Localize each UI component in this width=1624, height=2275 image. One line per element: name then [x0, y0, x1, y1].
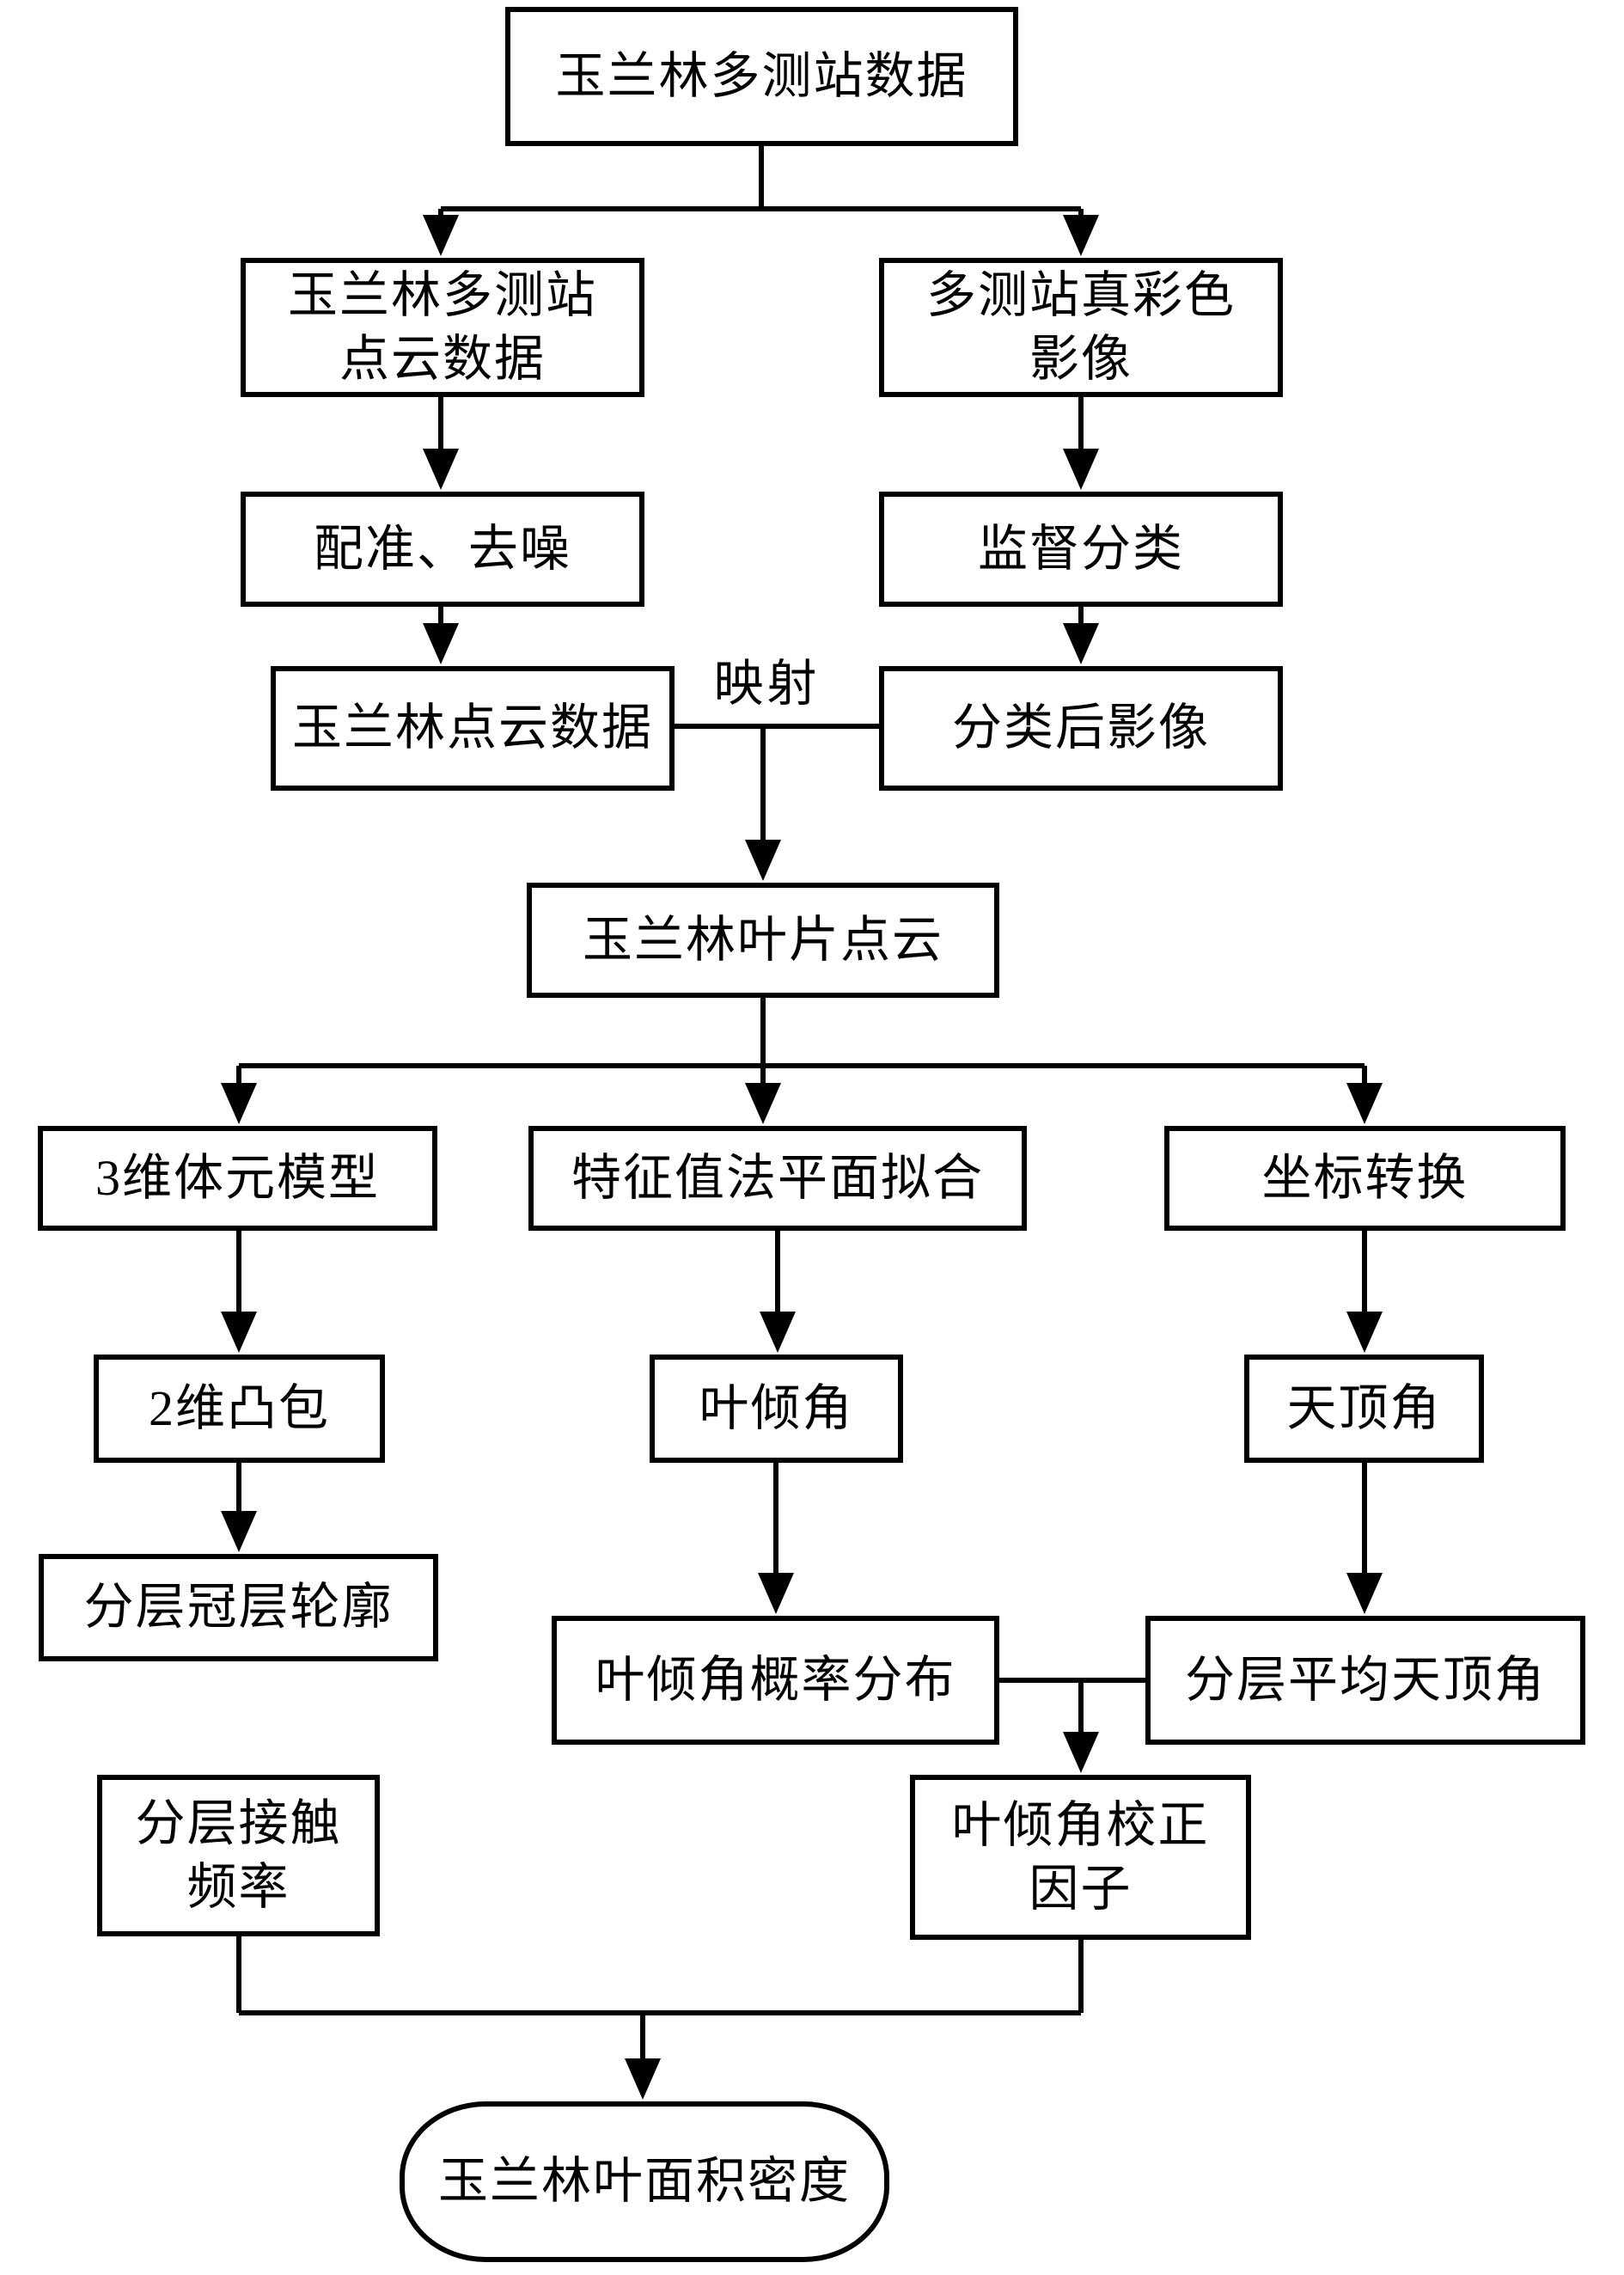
node-eigenvalue-plane-fitting: 特征值法平面拟合: [528, 1126, 1027, 1231]
arrowhead-icon: [221, 1511, 257, 1552]
arrowhead-icon: [1063, 449, 1099, 490]
node-leaf-inclination-angle: 叶倾角: [650, 1355, 903, 1463]
node-2d-convex-hull: 2维凸包: [94, 1355, 385, 1463]
arrowhead-icon: [1346, 1312, 1383, 1353]
arrowhead-icon: [423, 215, 459, 256]
arrowhead-icon: [423, 449, 459, 490]
node-layered-contact-frequency: 分层接触 频率: [97, 1775, 380, 1936]
node-leaf-angle-correction-factor: 叶倾角校正 因子: [910, 1775, 1251, 1940]
arrowhead-icon: [760, 1312, 796, 1353]
node-coordinate-transformation: 坐标转换: [1164, 1126, 1566, 1231]
arrowhead-icon: [1063, 1732, 1099, 1773]
arrowhead-icon: [758, 1573, 794, 1614]
node-registration-denoising: 配准、去噪: [241, 492, 644, 607]
arrowhead-icon: [1346, 1083, 1383, 1124]
edge-label-mapping: 映射: [713, 656, 821, 712]
connector-lines: [236, 146, 1365, 2015]
node-layered-mean-zenith-angle: 分层平均天顶角: [1145, 1616, 1585, 1745]
node-multistation-pointcloud: 玉兰林多测站 点云数据: [241, 258, 644, 397]
arrowhead-icon: [745, 840, 781, 881]
arrowhead-icon: [1063, 215, 1099, 256]
node-supervised-classification: 监督分类: [879, 492, 1283, 607]
arrowhead-icon: [1346, 1573, 1383, 1614]
arrowheads: [221, 215, 1383, 2100]
node-leaf-pointcloud: 玉兰林叶片点云: [527, 883, 999, 998]
arrowhead-icon: [221, 1083, 257, 1124]
node-classified-images: 分类后影像: [879, 666, 1283, 791]
node-layered-canopy-contour: 分层冠层轮廓: [39, 1554, 438, 1661]
node-multistation-truecolor-images: 多测站真彩色 影像: [879, 258, 1283, 397]
arrowhead-icon: [221, 1312, 257, 1353]
node-leaf-area-density: 玉兰林叶面积密度: [400, 2101, 889, 2262]
node-3d-voxel-model: 3维体元模型: [38, 1126, 437, 1231]
arrowhead-icon: [423, 623, 459, 664]
arrowhead-icon: [745, 1083, 781, 1124]
node-zenith-angle: 天顶角: [1244, 1355, 1484, 1463]
node-leaf-angle-probability-distribution: 叶倾角概率分布: [552, 1616, 999, 1745]
arrowhead-icon: [1063, 623, 1099, 664]
arrowhead-icon: [625, 2058, 661, 2100]
arrow-shafts: [236, 209, 1367, 2060]
node-multistation-data: 玉兰林多测站数据: [505, 7, 1018, 146]
node-forest-pointcloud: 玉兰林点云数据: [271, 666, 675, 791]
